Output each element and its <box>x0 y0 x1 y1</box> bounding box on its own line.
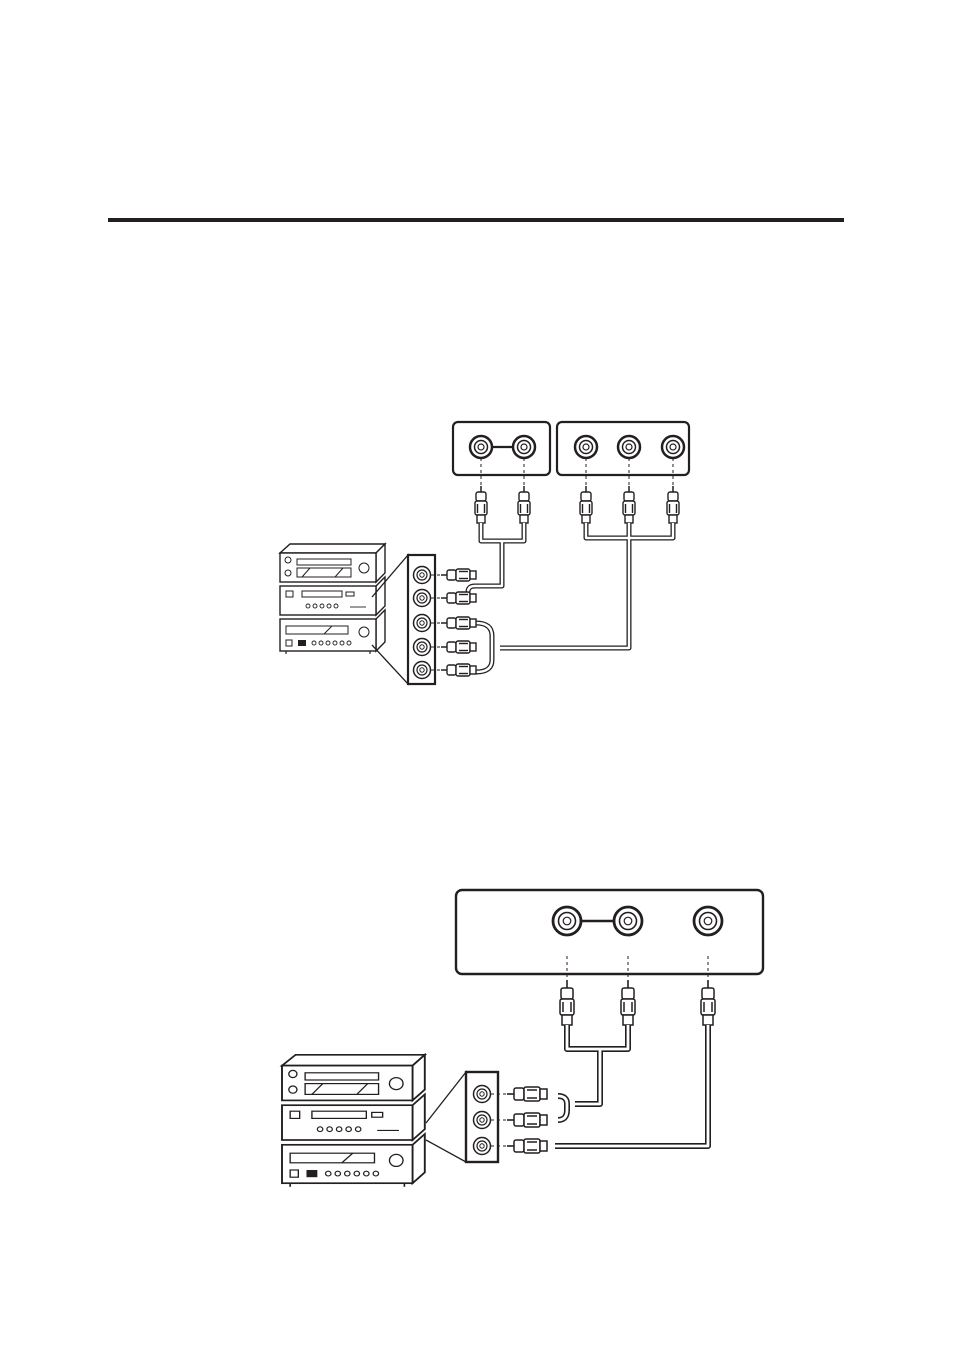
rca-jack-icon <box>414 590 431 607</box>
rca-jack-icon <box>470 436 492 458</box>
rca-jack-icon <box>414 567 431 584</box>
rca-jack-icon <box>614 907 642 935</box>
tv-panel-3-jack <box>456 890 763 974</box>
rca-plug-icon <box>621 980 635 1025</box>
rca-jack-icon <box>414 662 431 679</box>
rca-plug-icon <box>441 664 476 676</box>
rca-jack-icon <box>474 1112 491 1129</box>
rca-plug-icon <box>475 486 487 523</box>
tv-panel-3-jack <box>557 422 689 475</box>
cable-icon <box>468 523 673 672</box>
rca-plug-icon <box>441 569 476 581</box>
rca-plug-icon <box>507 1139 547 1153</box>
rca-jack-icon <box>414 615 431 632</box>
rca-jack-icon <box>513 436 535 458</box>
diagram-2 <box>282 890 763 1187</box>
rca-jack-icon <box>474 1138 491 1155</box>
av-component-stack-icon <box>282 1055 425 1187</box>
rca-plug-icon <box>623 486 635 523</box>
rca-jack-icon <box>474 1086 491 1103</box>
rca-plug-icon <box>441 617 476 629</box>
cable-icon <box>555 1025 708 1146</box>
rca-plug-icon <box>667 486 679 523</box>
rca-jack-icon <box>414 639 431 656</box>
rca-plug-icon <box>507 1113 547 1127</box>
rca-plug-icon <box>441 592 476 604</box>
diagram-1 <box>280 422 689 684</box>
rca-plug-icon <box>507 1087 547 1101</box>
rca-jack-icon <box>694 907 722 935</box>
device-jack-panel <box>426 1072 498 1162</box>
rca-jack-icon <box>553 907 581 935</box>
av-component-stack-icon <box>280 544 385 654</box>
rca-jack-icon <box>575 436 597 458</box>
tv-panel-2-jack <box>453 422 550 475</box>
rca-plug-icon <box>701 980 715 1025</box>
rca-plug-icon <box>560 980 574 1025</box>
rca-plug-icon <box>518 486 530 523</box>
rca-plug-icon <box>441 641 476 653</box>
rca-jack-icon <box>618 436 640 458</box>
rca-plug-icon <box>580 486 592 523</box>
rca-jack-icon <box>662 436 684 458</box>
